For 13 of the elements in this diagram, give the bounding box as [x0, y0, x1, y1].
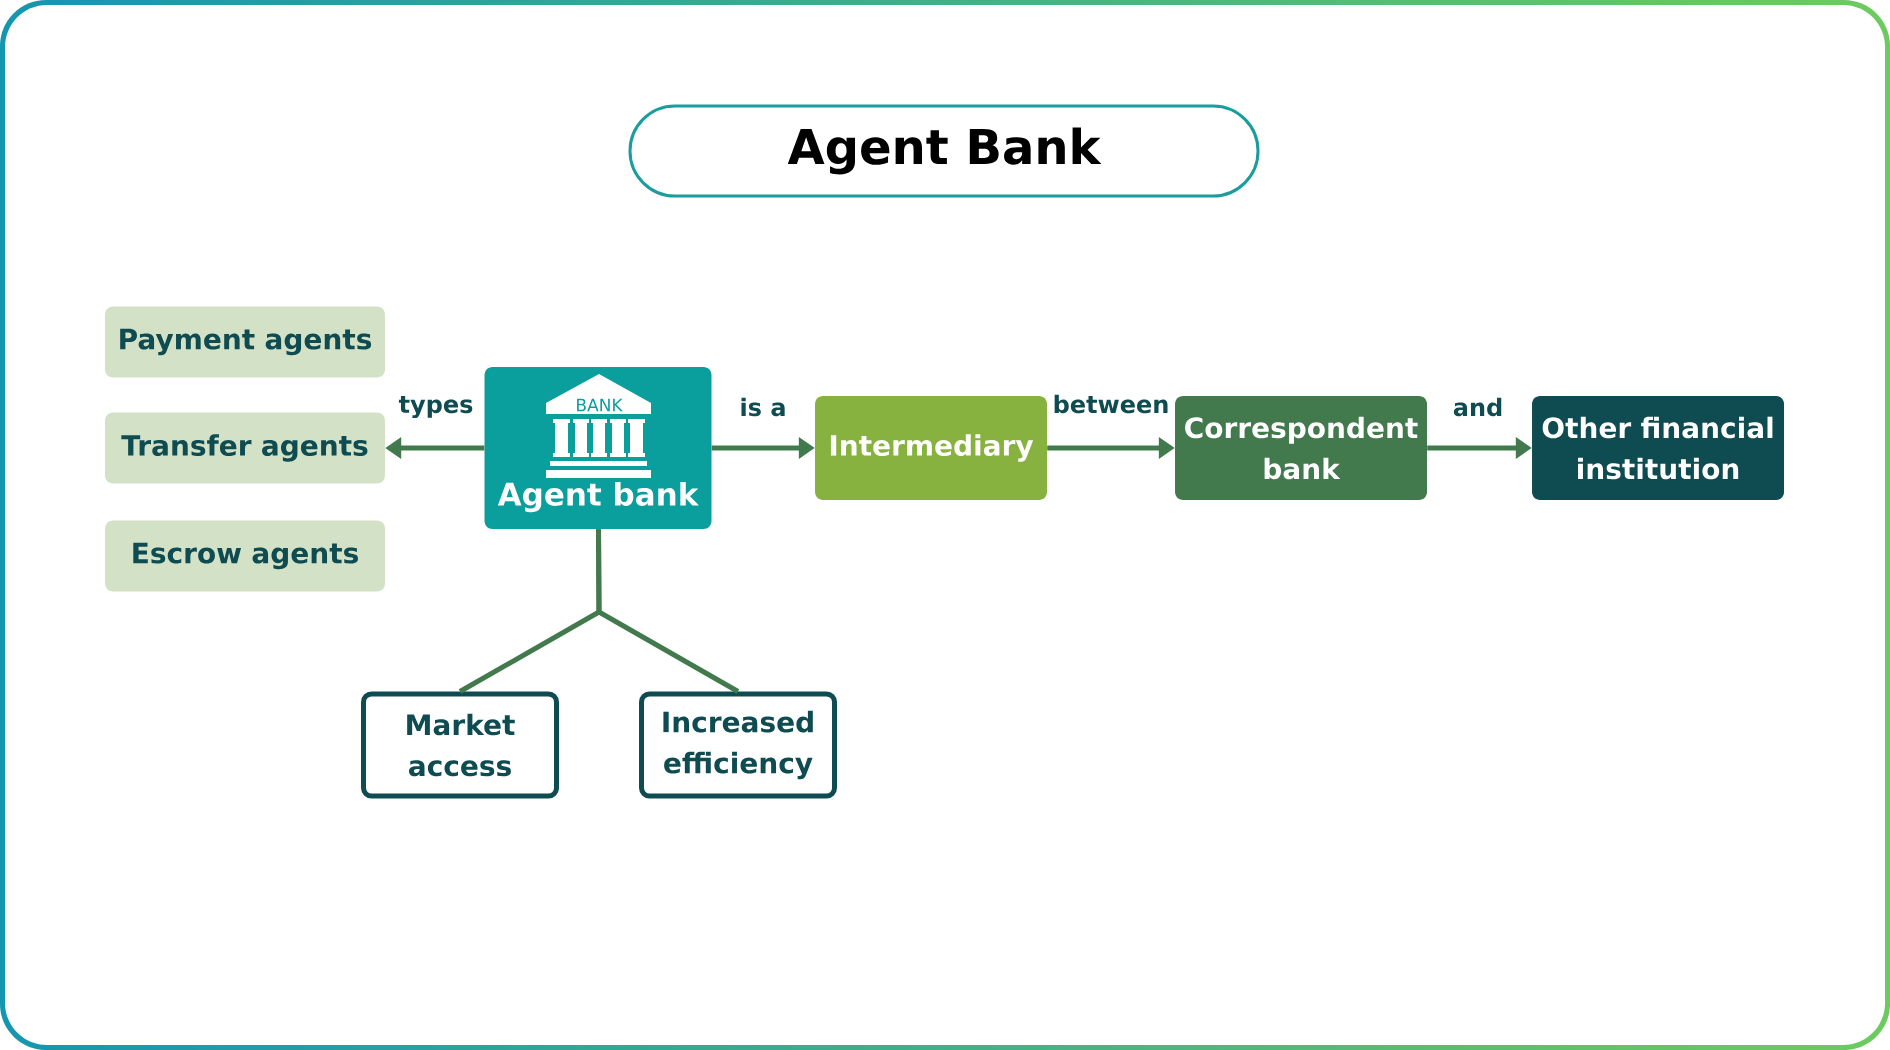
tag-box: Payment agents [105, 306, 385, 378]
process-box: Other financial institution [1532, 396, 1784, 500]
edge-label: is a [737, 395, 789, 419]
icon-text: BANK [577, 398, 623, 412]
process-box: Correspondent bank [1175, 396, 1427, 500]
connector-line [596, 529, 740, 694]
outlined-box: Market access [361, 691, 559, 799]
process-box: Intermediary [815, 396, 1047, 500]
title-pill: Agent Bank [628, 104, 1260, 198]
tag-box: Transfer agents [105, 412, 385, 484]
tag-box: Escrow agents [105, 520, 385, 592]
outlined-box: Increased efficiency [639, 691, 837, 799]
edge-label: types [396, 394, 476, 420]
